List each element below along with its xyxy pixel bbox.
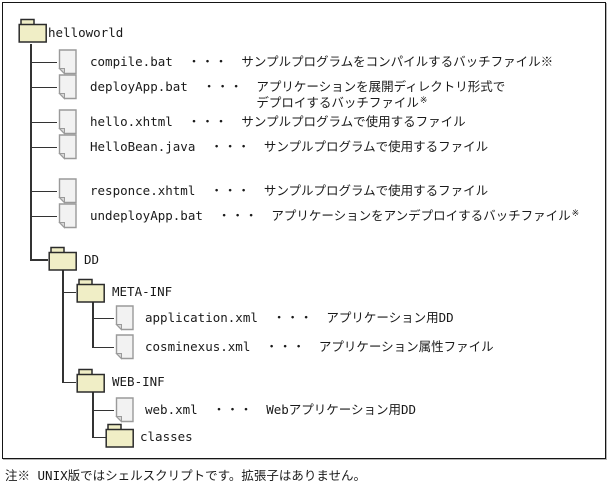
tree-branch-hello <box>30 121 57 123</box>
file-name: HelloBean.java <box>90 139 196 154</box>
file-name: web.xml <box>145 402 198 417</box>
description-line-2: デプロイするバッチファイル※ <box>256 95 428 110</box>
tree-trunk-webinf <box>92 392 94 438</box>
ellipsis-separator: ・・・ <box>265 339 306 354</box>
tree-branch-undeploy <box>30 215 57 217</box>
tree-trunk-metainf <box>92 302 94 348</box>
folder-icon <box>48 246 78 275</box>
tree-branch-dd <box>30 259 48 261</box>
footnote: 注※ UNIX版ではシェルスクリプトです。拡張子はありません。 <box>5 468 367 483</box>
file-icon <box>57 49 78 78</box>
folder-name: classes <box>140 429 193 444</box>
folder-icon <box>105 423 135 452</box>
folder-icon <box>76 368 106 397</box>
ellipsis-separator: ・・・ <box>187 54 229 69</box>
folder-name: helloworld <box>48 25 124 40</box>
tree-node-web-xml: web.xml ・・・ Webアプリケーション用DD <box>145 402 416 418</box>
tree-node-classes: classes <box>140 429 193 445</box>
tree-node-application-xml: application.xml ・・・ アプリケーション用DD <box>145 310 454 326</box>
tree-branch-responce <box>30 190 57 192</box>
file-icon <box>57 178 78 207</box>
tree-branch-deploy <box>30 86 57 88</box>
tree-node-compile-bat: compile.bat ・・・ サンプルプログラムをコンパイルするバッチファイル… <box>90 54 553 70</box>
file-description: アプリケーション属性ファイル <box>318 339 494 354</box>
description-line-1: アプリケーションを展開ディレクトリ形式で <box>256 79 506 94</box>
file-icon <box>57 74 78 103</box>
file-name: hello.xhtml <box>90 114 173 129</box>
footnote-mark: ※ <box>419 96 428 106</box>
tree-branch-webxml <box>92 409 114 411</box>
tree-branch-compile <box>30 61 57 63</box>
folder-name: DD <box>84 252 100 267</box>
file-name: cosminexus.xml <box>145 339 251 354</box>
tree-node-hello-xhtml: hello.xhtml ・・・ サンプルプログラムで使用するファイル <box>90 114 466 130</box>
tree-node-undeployapp-bat: undeployApp.bat ・・・ アプリケーションをアンデプロイするバッチ… <box>90 208 579 226</box>
file-icon <box>114 334 135 363</box>
tree-trunk-dd <box>62 270 64 383</box>
tree-node-helloworld: helloworld <box>48 25 123 41</box>
file-description: サンプルプログラムで使用するファイル <box>263 183 489 198</box>
ellipsis-separator: ・・・ <box>210 139 251 154</box>
file-description: サンプルプログラムで使用するファイル <box>263 139 489 154</box>
tree-node-hellobean-java: HelloBean.java ・・・ サンプルプログラムで使用するファイル <box>90 139 488 155</box>
ellipsis-separator: ・・・ <box>202 79 244 94</box>
tree-node-deployapp-bat: deployApp.bat ・・・ アプリケーションを展開ディレクトリ形式で デ… <box>90 79 505 113</box>
ellipsis-separator: ・・・ <box>210 183 251 198</box>
file-name: undeployApp.bat <box>90 208 203 223</box>
file-description: サンプルプログラムで使用するファイル <box>241 114 466 129</box>
tree-node-responce-xhtml: responce.xhtml ・・・ サンプルプログラムで使用するファイル <box>90 183 488 199</box>
file-name: compile.bat <box>90 54 173 69</box>
folder-icon <box>76 278 106 307</box>
file-description: アプリケーション用DD <box>326 310 454 325</box>
file-icon <box>57 109 78 138</box>
tree-trunk-helloworld <box>30 44 32 260</box>
tree-node-web-inf: WEB-INF <box>112 374 165 390</box>
tree-branch-hellobean <box>30 146 57 148</box>
ellipsis-separator: ・・・ <box>187 114 229 129</box>
ellipsis-separator: ・・・ <box>272 310 314 325</box>
file-description: アプリケーションをアンデプロイするバッチファイル※ <box>271 208 580 223</box>
tree-branch-application <box>92 317 114 319</box>
file-icon <box>57 134 78 163</box>
folder-icon <box>18 18 48 47</box>
tree-branch-classes <box>92 436 106 438</box>
ellipsis-separator: ・・・ <box>217 208 259 223</box>
file-icon <box>57 203 78 232</box>
tree-node-dd: DD <box>84 252 99 268</box>
tree-node-cosminexus-xml: cosminexus.xml ・・・ アプリケーション属性ファイル <box>145 339 494 355</box>
tree-branch-cosminexus <box>92 346 114 348</box>
tree-node-meta-inf: META-INF <box>112 284 172 300</box>
file-name: application.xml <box>145 310 258 325</box>
file-name: deployApp.bat <box>90 79 188 94</box>
footnote-mark: ※ <box>571 209 580 219</box>
file-icon <box>114 305 135 334</box>
file-name: responce.xhtml <box>90 183 196 198</box>
file-description: Webアプリケーション用DD <box>266 402 417 417</box>
tree-branch-webinf <box>62 381 76 383</box>
ellipsis-separator: ・・・ <box>212 402 254 417</box>
tree-branch-metainf <box>62 291 76 293</box>
file-description: アプリケーションを展開ディレクトリ形式で デプロイするバッチファイル※ <box>256 79 505 113</box>
folder-name: WEB-INF <box>112 374 165 389</box>
file-icon <box>114 397 135 426</box>
folder-name: META-INF <box>112 284 173 299</box>
file-description: サンプルプログラムをコンパイルするバッチファイル※ <box>241 54 554 69</box>
